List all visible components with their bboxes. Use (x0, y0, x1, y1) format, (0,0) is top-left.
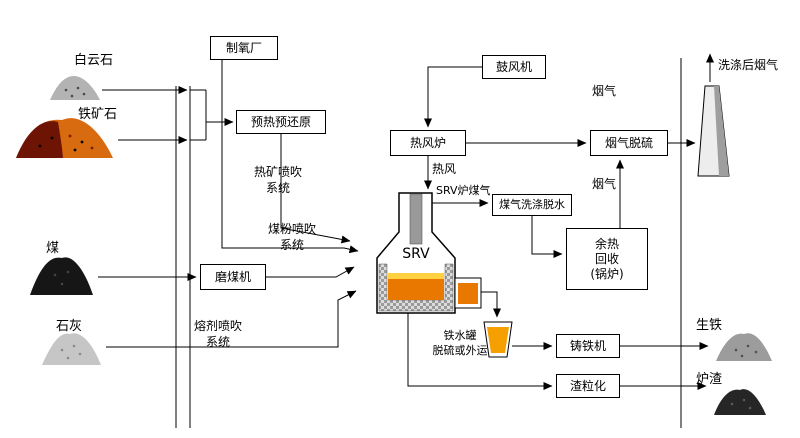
label-flue-gas-lower: 烟气 (592, 177, 617, 191)
box-slag-granulation: 渣粒化 (556, 374, 620, 398)
arrow-coal-injection (266, 267, 355, 277)
label-flue-gas-upper: 烟气 (592, 84, 617, 98)
label-hot-ore-injection-system: 热矿喷吹 系统 (253, 165, 302, 196)
coal-pile-icon (30, 257, 93, 295)
ladle-metal (487, 327, 509, 353)
dolomite-pile-icon (50, 76, 100, 100)
box-blower: 鼓风机 (482, 55, 546, 79)
lime-pile-icon (42, 333, 101, 365)
arrow-washing-to-boiler (532, 216, 563, 258)
arrow-flux-injection (106, 291, 357, 347)
connector-arrows (98, 53, 714, 390)
molten-iron (388, 279, 444, 300)
stack-shading (714, 86, 729, 176)
box-flue-gas-desulfurization: 烟气脱硫 (590, 130, 668, 156)
forehearth-metal (458, 283, 478, 304)
label-hot-blast: 热风 (432, 162, 457, 176)
iron-ore-pile-icon (16, 118, 113, 158)
stack-icon (698, 86, 729, 176)
label-furnace-name: SRV (402, 246, 430, 262)
furnace-refractory (379, 264, 453, 311)
arrow-blower-to-stove (424, 67, 482, 128)
arrow-oxygen-injection (222, 60, 359, 254)
label-coal: 煤 (46, 241, 60, 256)
srv-furnace-icon (377, 193, 482, 313)
slag-pile-icon (714, 389, 766, 415)
box-oxygen-plant: 制氧厂 (210, 36, 278, 60)
box-coal-mill: 磨煤机 (200, 264, 266, 290)
label-pig-iron: 生铁 (696, 318, 723, 333)
label-washed-flue-gas: 洗涤后烟气 (718, 58, 779, 72)
label-dolomite: 白云石 (74, 53, 114, 68)
boundary-lines (176, 58, 681, 428)
label-flux-injection-system: 熔剂喷吹 系统 (193, 319, 242, 350)
label-srv-furnace-gas: SRV炉煤气 (436, 184, 491, 197)
arrow-metal-to-ladle (481, 292, 501, 318)
slag-layer (388, 273, 444, 280)
box-waste-heat-recovery: 余热 回收 (锅炉) (566, 228, 648, 290)
arrow-hot-ore-injection (281, 134, 351, 244)
label-hot-metal-ladle-note: 铁水罐 脱硫或外运 (432, 329, 488, 357)
box-gas-washing-dewatering: 煤气洗涤脱水 (492, 194, 572, 216)
furnace-lance (409, 193, 423, 245)
arrow-slag-to-granulation (408, 313, 553, 390)
label-coal-powder-injection-system: 煤粉喷吹 系统 (267, 222, 316, 253)
box-preheat-prereduction: 预热预还原 (236, 110, 326, 134)
material-piles (16, 76, 772, 415)
box-iron-casting-machine: 铸铁机 (556, 334, 620, 358)
label-iron-ore: 铁矿石 (78, 107, 118, 122)
label-slag: 炉渣 (696, 372, 723, 387)
feed-merge-bracket (190, 90, 206, 140)
box-hot-blast-stove: 热风炉 (390, 130, 466, 156)
label-lime: 石灰 (56, 319, 83, 334)
pig-iron-pile-icon (716, 333, 772, 361)
ladle-icon (484, 322, 512, 357)
